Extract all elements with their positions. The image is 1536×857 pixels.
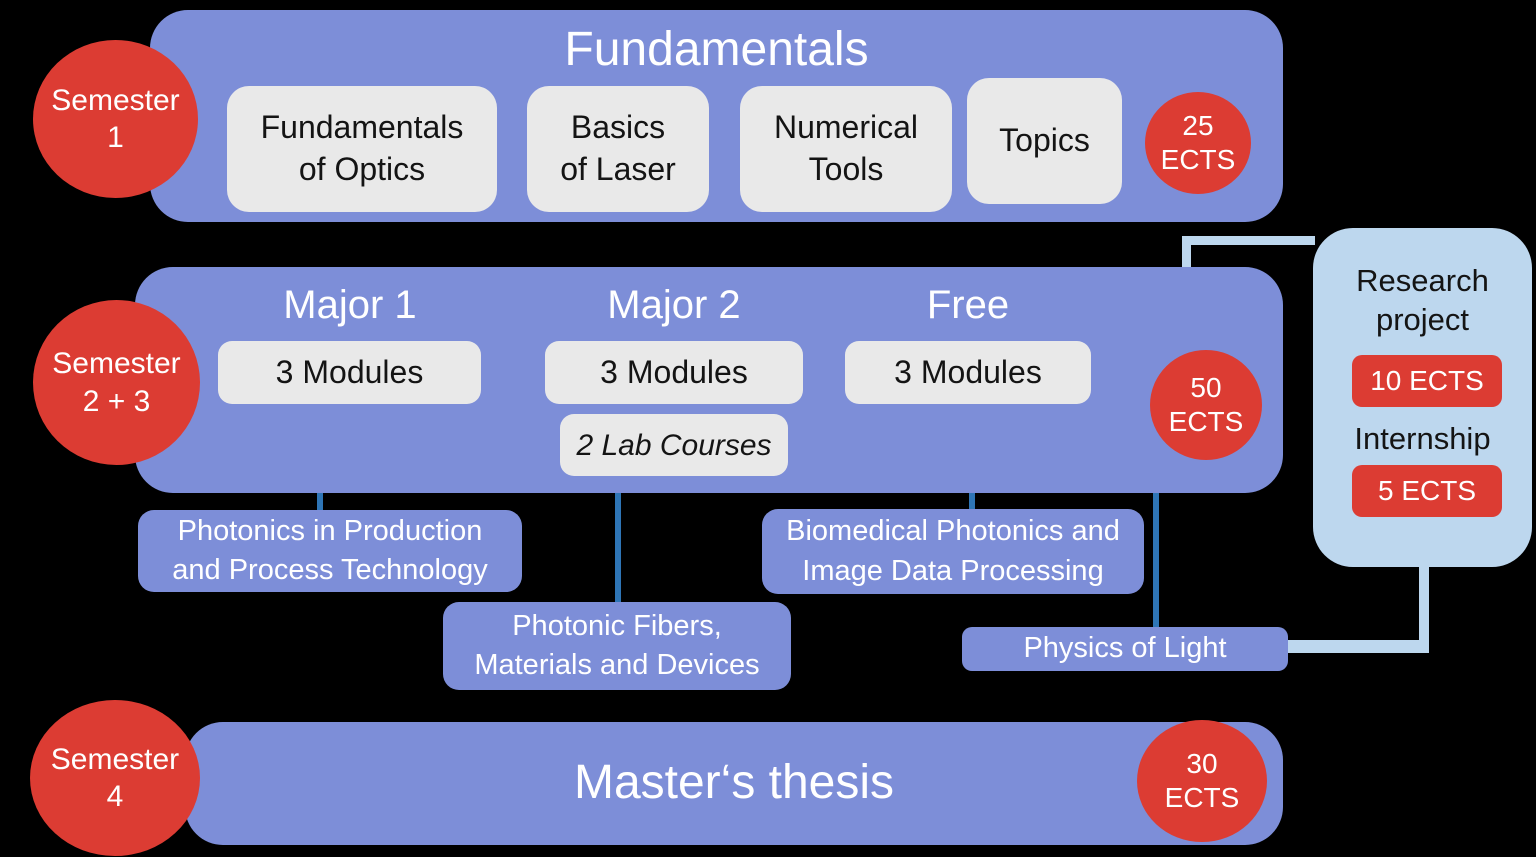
- connector-major2-to-fibers-line: [615, 488, 621, 606]
- internship-label: Internship: [1354, 421, 1491, 456]
- module-numerical-tools: Numerical Tools: [740, 86, 952, 212]
- fundamentals-ects-value: 25: [1182, 110, 1214, 142]
- connector-research-to-physics-vertical-line: [1419, 560, 1429, 653]
- majors-ects-value: 50: [1190, 372, 1222, 404]
- thesis-section-box: Master‘s thesis: [185, 722, 1283, 845]
- majors-ects-badge: 50 ECTS: [1150, 350, 1262, 460]
- module-topics: Topics: [967, 78, 1122, 204]
- free-modules-box: 3 Modules: [845, 341, 1091, 404]
- thesis-ects-unit: ECTS: [1164, 782, 1240, 813]
- semester-2-3-badge: Semester 2 + 3: [33, 300, 200, 465]
- free-header: Free: [926, 283, 1010, 327]
- major-2-header: Major 2: [607, 283, 741, 327]
- semester-4-badge: Semester 4: [30, 700, 200, 856]
- semester-1-badge: Semester 1: [33, 40, 198, 198]
- major-example-photonic-fibers: Photonic Fibers, Materials and Devices: [443, 602, 791, 690]
- connector-majors-to-research-horizontal-line: [1182, 236, 1315, 245]
- fundamentals-ects-unit: ECTS: [1160, 144, 1236, 175]
- thesis-ects-value: 30: [1186, 748, 1218, 780]
- major-1-header: Major 1: [283, 283, 417, 327]
- connector-major1-to-production-line: [317, 488, 323, 514]
- fundamentals-ects-badge: 25 ECTS: [1145, 92, 1251, 194]
- connector-majors-to-research-vertical-line: [1182, 236, 1191, 276]
- major-example-photonics-production: Photonics in Production and Process Tech…: [138, 510, 522, 592]
- thesis-title: Master‘s thesis: [573, 756, 895, 810]
- internship-ects-badge: 5 ECTS: [1352, 465, 1502, 517]
- research-project-ects-badge: 10 ECTS: [1352, 355, 1502, 407]
- research-project-label: Research project: [1356, 263, 1489, 337]
- module-fundamentals-of-optics: Fundamentals of Optics: [227, 86, 497, 212]
- connector-research-to-physics-horizontal-line: [1284, 640, 1429, 653]
- major-1-modules-box: 3 Modules: [218, 341, 481, 404]
- module-basics-of-laser: Basics of Laser: [527, 86, 709, 212]
- major-example-biomedical-photonics: Biomedical Photonics and Image Data Proc…: [762, 509, 1144, 594]
- fundamentals-title: Fundamentals: [564, 23, 869, 76]
- connector-free-to-physics-line: [1153, 488, 1159, 630]
- major-2-modules-box: 3 Modules: [545, 341, 803, 404]
- thesis-ects-badge: 30 ECTS: [1137, 720, 1267, 842]
- majors-ects-unit: ECTS: [1168, 406, 1244, 437]
- connector-free-to-biomedical-line: [969, 488, 975, 514]
- major-example-physics-of-light: Physics of Light: [962, 627, 1288, 671]
- lab-courses-box: 2 Lab Courses: [560, 414, 788, 476]
